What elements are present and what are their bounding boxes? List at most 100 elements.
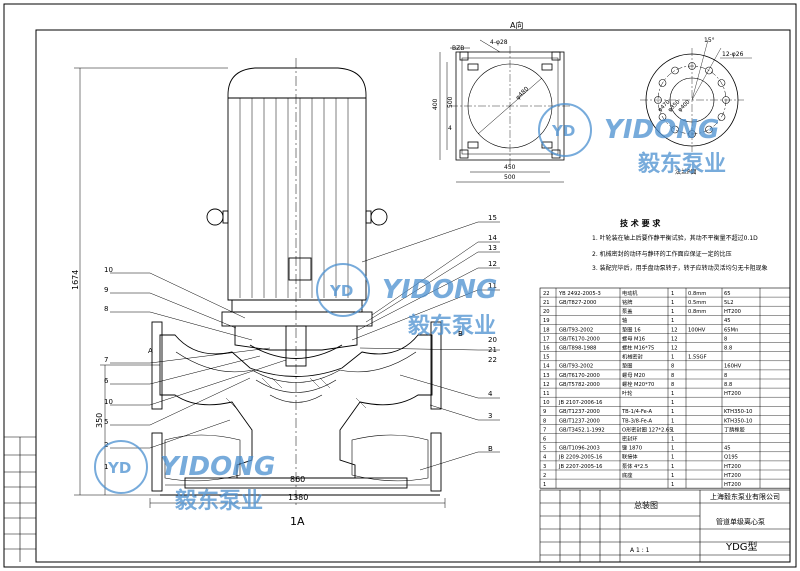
callout-10-mid: 10 (104, 398, 113, 406)
parts-table-cell: GB/T93-2002 (559, 327, 593, 333)
parts-table-cell: 1 (671, 309, 674, 315)
parts-table-cell: 160HV (724, 364, 742, 370)
a-view-baseplate (450, 46, 570, 166)
tech-requirement-2: 2. 机械密封的动环与静环的工作面应保证一定的比压 (592, 250, 732, 258)
section-mark-a: A (148, 347, 153, 355)
flange-angle: 15° (704, 37, 715, 44)
callout-9: 9 (104, 286, 108, 294)
parts-table-cell: 1 (671, 409, 674, 415)
watermark-brand-cn-top: 毅东泵业 (637, 151, 726, 177)
parts-table-cell: 5 (543, 446, 546, 452)
parts-table-cell: 13 (543, 373, 550, 379)
parts-table-cell: GB/T1237-2000 (559, 409, 600, 415)
dim-square-400: 400 (432, 98, 439, 110)
parts-table-cell: KTH350-10 (724, 418, 752, 424)
parts-table-cell: 21 (543, 300, 550, 306)
callout-b: B (488, 445, 493, 453)
parts-table-cell: TB-1/4-Fe-A (621, 409, 652, 415)
watermark-logo-text-top: YD (551, 122, 575, 140)
parts-table-cell: 22 (543, 291, 550, 297)
title-block (539, 489, 791, 563)
parts-table-cell: 8.8 (724, 346, 732, 352)
parts-table-cell: 1 (671, 318, 674, 324)
parts-table-cell: 螺栓 M20*70 (622, 380, 654, 388)
dim-width-1380: 1380 (288, 493, 308, 502)
watermark-logo-bottom-left: YD YIDONG 毅东泵业 (94, 440, 275, 514)
parts-table-cell: GB/T3452.1-1992 (559, 427, 605, 433)
tech-requirements-title: 技 术 要 求 (620, 218, 661, 228)
flange-view (640, 39, 752, 152)
dim-bolt-top: 4-φ28 (490, 39, 508, 46)
parts-table-cell: YB 2492-2005-3 (558, 291, 601, 297)
parts-table-cell: JB 2209-2005-16 (558, 455, 603, 461)
parts-table-cell: 6 (543, 437, 546, 443)
parts-table-cell: 5L2 (724, 300, 734, 306)
parts-table-cell: 65Mn (724, 327, 738, 333)
callout-12: 12 (488, 260, 497, 268)
callout-5: 5 (104, 418, 108, 426)
parts-table-cell: 0.5mm (688, 300, 706, 306)
parts-table-cell: 45 (724, 446, 731, 452)
main-dimensions (74, 67, 446, 508)
product-name: 管道单级离心泵 (716, 517, 765, 526)
parts-table-cell: 1 (671, 437, 674, 443)
watermark-logo-center: YD YIDONG 毅东泵业 (316, 263, 497, 339)
parts-table-cell: 1 (671, 482, 674, 488)
parts-table-cell: JB 2107-2006-16 (558, 400, 603, 406)
callout-6: 6 (104, 377, 109, 385)
parts-table-cell: 键 1870 (622, 444, 642, 452)
parts-table-cell: HT200 (724, 482, 741, 488)
callout-11: 11 (488, 282, 497, 290)
parts-table-cell: 45 (724, 318, 731, 324)
flange-bolts: 12-φ26 (722, 51, 744, 58)
parts-table-cell: GB/T1096-2003 (559, 446, 600, 452)
parts-table-cell: 18 (543, 327, 550, 333)
callout-15: 15 (488, 214, 497, 222)
parts-table-cell: 8 (671, 382, 674, 388)
parts-table-cell: 8.8 (724, 382, 732, 388)
dim-square-500: 500 (447, 96, 454, 108)
callout-3: 3 (488, 412, 492, 420)
parts-table-cell: 垫圈 (622, 362, 632, 370)
parts-table-cell: 8 (671, 364, 674, 370)
parts-table-cell: 螺母 M20 (622, 371, 645, 379)
parts-table-cell: GB/T93-2002 (559, 364, 593, 370)
dim-flange-tag: 4 (448, 125, 452, 132)
parts-table-cell: 1 (671, 291, 674, 297)
a-view-dimensions (439, 39, 564, 183)
company-name: 上海毅东泵业有限公司 (710, 492, 780, 501)
parts-table-cell: TB-3/8-Fe-A (621, 418, 652, 424)
parts-table-cell: HT200 (724, 464, 741, 470)
watermark-logo-top-right: YD YIDONG 毅东泵业 (538, 103, 726, 177)
parts-table-cell: 11 (543, 391, 550, 397)
parts-table-cell: GB/T1237-2000 (559, 418, 600, 424)
parts-table-cell: O形密封圈 127*2.65 (622, 425, 673, 433)
parts-table-cell: 泵盖 (622, 307, 632, 315)
parts-table-cell: 底座 (622, 471, 632, 479)
view-label-top: A向 (510, 20, 523, 30)
parts-table-cell: 8 (671, 373, 674, 379)
parts-table-cell: 1 (671, 418, 674, 424)
callout-leaders-right (351, 221, 500, 471)
watermark-brand-en-top: YIDONG (604, 115, 719, 145)
callout-22: 22 (488, 356, 497, 364)
callout-20: 20 (488, 336, 497, 344)
flange-d3: φ400 (677, 99, 692, 114)
parts-table-cell: 1 (671, 300, 674, 306)
scale-row: A 1 : 1 (630, 547, 650, 554)
parts-table-cell: 8 (543, 418, 546, 424)
parts-table-cell: GB/T6170-2000 (559, 373, 600, 379)
callout-8: 8 (104, 305, 108, 313)
left-margin-grid (4, 436, 36, 562)
parts-table-cell: 1 (671, 473, 674, 479)
dim-bottom-450: 450 (504, 164, 516, 171)
sheet-border (3, 3, 797, 568)
parts-table-cell: Q195 (724, 455, 738, 461)
parts-table-cell: 叶轮 (622, 389, 632, 397)
parts-table-cell: 联接体 (622, 453, 638, 461)
parts-table-cell: 轴 (622, 316, 627, 324)
callout-7: 7 (104, 356, 108, 364)
parts-table-cell: 19 (543, 318, 550, 324)
callout-21: 21 (488, 346, 497, 354)
